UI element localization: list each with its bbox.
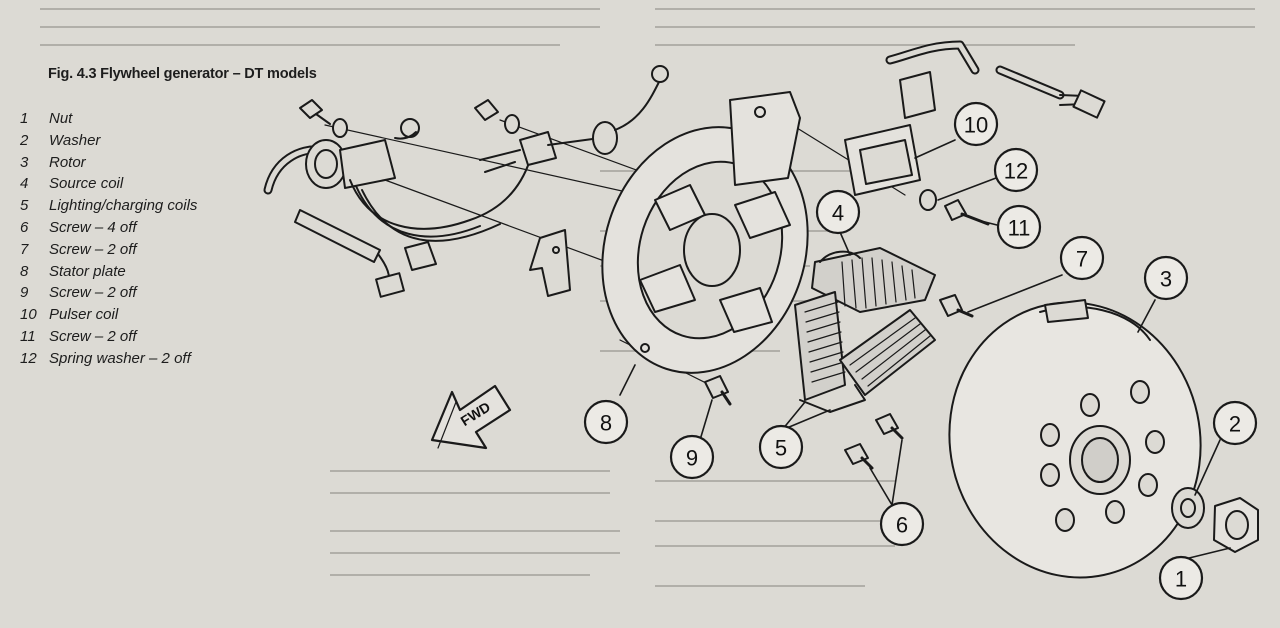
parts-legend: 1 Nut 2 Washer 3 Rotor 4 Source coil 5 Lighti… — [20, 108, 280, 370]
callout-9: 9 — [669, 434, 715, 480]
callout-2-label: 2 — [1229, 412, 1241, 437]
nut — [1213, 497, 1259, 553]
callout-7-label: 7 — [1076, 247, 1088, 272]
legend-number: 4 — [20, 175, 29, 193]
legend-item: 10 Pulser coil — [20, 304, 280, 326]
callout-1: 1 — [1158, 555, 1204, 601]
callout-12-label: 12 — [1004, 159, 1028, 184]
callout-9-label: 9 — [686, 446, 698, 471]
callout-10: 10 — [953, 101, 999, 147]
legend-number: 2 — [20, 131, 29, 149]
legend-label: Rotor — [49, 153, 86, 171]
legend-number: 6 — [20, 218, 29, 236]
washer — [1171, 487, 1205, 529]
screw-6-lower — [844, 443, 874, 470]
legend-item: 8 Stator plate — [20, 261, 280, 283]
legend-number: 7 — [20, 240, 29, 258]
legend-label: Screw – 2 off — [49, 327, 137, 345]
callout-3: 3 — [1143, 255, 1189, 301]
fwd-arrow — [430, 384, 512, 450]
legend-number: 9 — [20, 284, 29, 302]
callout-5-label: 5 — [775, 436, 787, 461]
callout-5: 5 — [758, 424, 804, 470]
screw-9 — [704, 375, 732, 406]
legend-label: Pulser coil — [49, 306, 119, 324]
stator-plate — [601, 91, 809, 374]
callout-4: 4 — [815, 189, 861, 235]
legend-label: Source coil — [49, 175, 124, 193]
legend-number: 3 — [20, 153, 29, 171]
screw-11 — [944, 199, 990, 226]
screw-upper-mid — [474, 99, 520, 134]
legend-number: 5 — [20, 197, 29, 215]
wiring-harness — [263, 118, 531, 298]
callout-1-label: 1 — [1175, 567, 1187, 592]
legend-item: 12 Spring washer – 2 off — [20, 348, 280, 370]
legend-label: Screw – 2 off — [49, 240, 137, 258]
legend-item: 1 Nut — [20, 108, 280, 130]
rotor — [948, 299, 1202, 579]
legend-label: Spring washer – 2 off — [49, 349, 191, 367]
callout-8: 8 — [583, 399, 629, 445]
callout-2: 2 — [1212, 400, 1258, 446]
screw-7-upper-left — [299, 99, 348, 138]
callout-6: 6 — [879, 501, 925, 547]
callout-11: 11 — [996, 204, 1042, 250]
figure-caption: Fig. 4.3 Flywheel generator – DT models — [48, 66, 317, 82]
legend-item: 2 Washer — [20, 130, 280, 152]
legend-item: 4 Source coil — [20, 173, 280, 195]
callout-4-label: 4 — [832, 201, 844, 226]
screw-6-upper — [875, 413, 904, 440]
legend-label: Screw – 2 off — [49, 284, 137, 302]
callout-3-label: 3 — [1160, 267, 1172, 292]
source-coil — [811, 247, 936, 313]
legend-label: Screw – 4 off — [49, 218, 137, 236]
legend-label: Nut — [49, 110, 73, 127]
callout-6-label: 6 — [896, 513, 908, 538]
legend-number: 12 — [20, 349, 37, 367]
legend-label: Washer — [49, 131, 101, 149]
legend-number: 10 — [20, 306, 37, 324]
legend-item: 9 Screw – 2 off — [20, 282, 280, 304]
screw-7 — [939, 294, 974, 318]
callout-8-label: 8 — [600, 411, 612, 436]
callout-7: 7 — [1059, 235, 1105, 281]
spring-washer — [919, 189, 937, 211]
legend-number: 8 — [20, 262, 29, 280]
bracket — [529, 229, 571, 297]
callout-10-label: 10 — [964, 113, 988, 138]
cable-clamp — [479, 65, 669, 173]
legend-item: 5 Lighting/charging coils — [20, 195, 280, 217]
legend-label: Lighting/charging coils — [49, 197, 198, 215]
callout-12: 12 — [993, 147, 1039, 193]
callout-leaders — [619, 139, 1231, 561]
legend-item: 6 Screw – 4 off — [20, 217, 280, 239]
lighting-charging-coils — [794, 291, 936, 413]
legend-item: 7 Screw – 2 off — [20, 239, 280, 261]
callout-11-label: 11 — [1008, 216, 1031, 241]
legend-label: Stator plate — [49, 262, 126, 280]
legend-number: 11 — [20, 327, 36, 345]
legend-number: 1 — [20, 110, 29, 127]
pulser-coil — [844, 40, 1106, 196]
legend-item: 11 Screw – 2 off — [20, 326, 280, 348]
legend-item: 3 Rotor — [20, 152, 280, 174]
